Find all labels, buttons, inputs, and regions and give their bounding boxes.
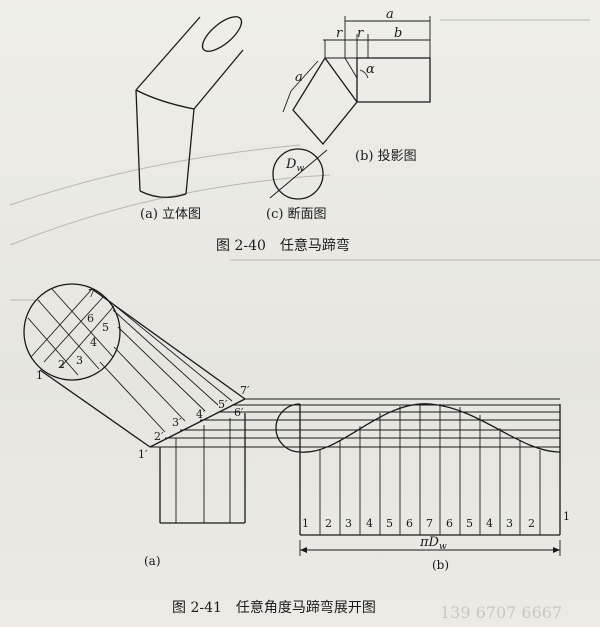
section-label: (c) 断面图 — [266, 207, 327, 222]
generator-6: 6′ — [234, 406, 244, 419]
panel-a-label: (a) — [144, 554, 161, 568]
dim-a-top: a — [386, 7, 394, 22]
dim-r2: r — [357, 26, 364, 41]
angle-alpha: α — [366, 62, 375, 77]
circle-point-2: 2 — [58, 358, 65, 371]
strip-number-5: 5 — [386, 517, 393, 530]
circle-point-3: 3 — [76, 354, 83, 367]
circle-number-labels: 1 2 3 4 5 6 7 — [36, 287, 109, 382]
bleed-through-decoration — [9, 19, 600, 301]
phone-watermark: 139 6707 6667 — [440, 603, 562, 622]
solid-view-drawing — [135, 16, 244, 198]
projection-label: (b) 投影图 — [355, 148, 417, 164]
generator-4: 4′ — [196, 408, 206, 421]
circle-point-6: 6 — [87, 312, 94, 325]
circle-point-1: 1 — [36, 369, 43, 382]
section-drawing — [269, 148, 328, 200]
strip-number-9: 5 — [466, 517, 473, 530]
panel-a-drawing — [23, 283, 560, 524]
generator-2: 2′ — [154, 430, 164, 443]
dim-b: b — [394, 26, 402, 41]
generator-7: 7′ — [240, 384, 250, 397]
strip-number-2: 2 — [325, 517, 332, 530]
circle-point-4: 4 — [90, 336, 97, 349]
projection-drawing — [282, 16, 431, 146]
strip-number-1: 1 — [302, 517, 309, 530]
generator-3: 3′ — [172, 416, 182, 429]
figure-2-41-caption: 图 2-41 任意角度马蹄弯展开图 — [172, 599, 376, 616]
solid-view-label: (a) 立体图 — [140, 207, 201, 222]
strip-number-13: 1 — [563, 510, 570, 523]
strip-numbers: 1 2 3 4 5 6 7 6 5 4 3 2 1 — [302, 510, 570, 530]
generator-5: 5′ — [218, 398, 228, 411]
strip-number-7: 7 — [426, 517, 433, 530]
circle-point-5: 5 — [102, 321, 109, 334]
figure-2-40-caption: 图 2-40 任意马蹄弯 — [216, 237, 350, 254]
generator-labels: 1′ 2′ 3′ 4′ 5′ 6′ 7′ — [138, 384, 250, 461]
development-curve — [299, 403, 561, 453]
circle-point-7: 7 — [88, 287, 95, 300]
diameter-symbol: Dw — [285, 157, 304, 174]
strip-number-6: 6 — [406, 517, 413, 530]
panel-b-label: (b) — [432, 558, 449, 572]
development-length: πDw — [419, 535, 447, 552]
strip-number-11: 3 — [506, 517, 513, 530]
strip-number-12: 2 — [528, 517, 535, 530]
strip-number-8: 6 — [446, 517, 453, 530]
dim-r1: r — [336, 26, 343, 41]
strip-number-10: 4 — [486, 517, 493, 530]
dim-a-side: a — [295, 70, 303, 85]
generator-1: 1′ — [138, 448, 148, 461]
panel-b-drawing — [275, 403, 561, 556]
strip-number-3: 3 — [345, 517, 352, 530]
strip-number-4: 4 — [366, 517, 373, 530]
